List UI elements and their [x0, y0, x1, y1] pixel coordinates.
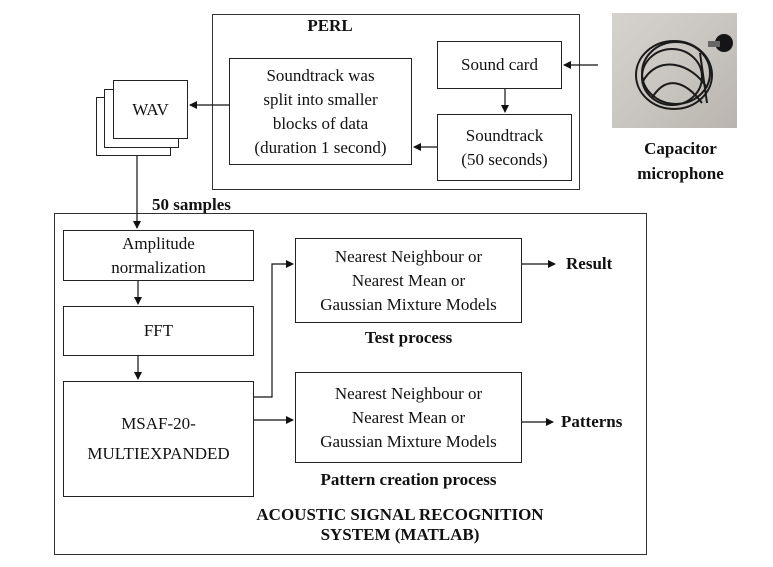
capacitor-microphone-image — [612, 13, 737, 128]
split-line-4: (duration 1 second) — [254, 137, 387, 157]
matlab-title: ACOUSTIC SIGNAL RECOGNITION SYSTEM (MATL… — [180, 505, 620, 545]
test-process-label: Test process — [364, 328, 453, 347]
fft-label: FFT — [143, 321, 174, 340]
test-classifier-box: Nearest Neighbour or Nearest Mean or Gau… — [295, 238, 522, 323]
matlab-container — [54, 213, 647, 555]
patterns-label: Patterns — [561, 412, 623, 431]
split-line-1: Soundtrack was — [266, 65, 375, 85]
amplitude-line-2: normalization — [111, 257, 206, 277]
msaf-line-1: MSAF-20- — [121, 414, 196, 433]
soundtrack-line-2: (50 seconds) — [461, 149, 548, 169]
msaf-box: MSAF-20- MULTIEXPANDED — [63, 381, 254, 497]
msaf-line-2: MULTIEXPANDED — [87, 444, 230, 463]
result-label: Result — [566, 254, 613, 273]
test-classifier-line-3: Gaussian Mixture Models — [320, 294, 497, 314]
microphone-label-line-1: Capacitor — [644, 139, 717, 158]
amplitude-line-1: Amplitude — [122, 233, 195, 253]
microphone-label-line-2: microphone — [637, 164, 724, 183]
split-box: Soundtrack was split into smaller blocks… — [229, 58, 412, 165]
matlab-title-line-1: ACOUSTIC SIGNAL RECOGNITION — [256, 505, 544, 524]
soundtrack-box: Soundtrack (50 seconds) — [437, 114, 572, 181]
amplitude-box: Amplitude normalization — [63, 230, 254, 281]
pattern-classifier-line-3: Gaussian Mixture Models — [320, 431, 497, 451]
sound-card-box: Sound card — [437, 41, 562, 89]
sound-card-label: Sound card — [461, 55, 538, 74]
pattern-classifier-box: Nearest Neighbour or Nearest Mean or Gau… — [295, 372, 522, 463]
wav-box: WAV — [113, 80, 188, 139]
pattern-classifier-line-2: Nearest Mean or — [351, 407, 466, 427]
split-line-2: split into smaller — [263, 89, 378, 109]
test-classifier-line-1: Nearest Neighbour or — [334, 246, 483, 266]
perl-title: PERL — [307, 16, 353, 35]
pattern-process-label: Pattern creation process — [320, 470, 497, 489]
perl-container — [212, 14, 580, 190]
fft-box: FFT — [63, 306, 254, 356]
wav-label: WAV — [132, 99, 169, 119]
test-classifier-line-2: Nearest Mean or — [351, 270, 466, 290]
matlab-title-line-2: SYSTEM (MATLAB) — [320, 525, 480, 544]
pattern-classifier-line-1: Nearest Neighbour or — [334, 383, 483, 403]
soundtrack-line-1: Soundtrack — [465, 125, 544, 145]
microphone-label: Capacitor microphone — [618, 136, 743, 186]
samples-label: 50 samples — [152, 195, 231, 214]
split-line-3: blocks of data — [272, 113, 369, 133]
